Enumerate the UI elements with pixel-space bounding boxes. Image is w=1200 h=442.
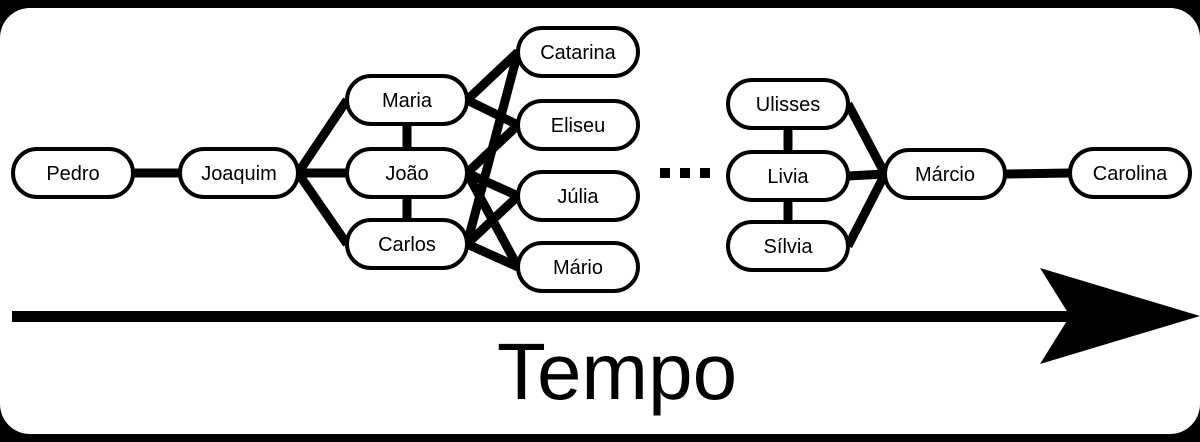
edge-ulisses-marcio xyxy=(844,101,889,177)
node-box xyxy=(178,147,300,199)
edges-layer xyxy=(133,48,1071,272)
node-maria: Maria xyxy=(345,74,469,126)
node-box xyxy=(516,170,640,222)
node-livia: Livia xyxy=(726,150,850,202)
node-box xyxy=(516,26,640,78)
node-eliseu: Eliseu xyxy=(516,99,640,151)
node-label: Carlos xyxy=(378,234,436,256)
edge-silvia-marcio xyxy=(843,171,890,249)
node-label: Joaquim xyxy=(201,163,277,185)
node-label: Pedro xyxy=(46,163,99,185)
node-carlos: Carlos xyxy=(345,218,469,270)
node-box xyxy=(345,74,469,126)
ellipsis-dot xyxy=(700,168,710,178)
node-mario: Mário xyxy=(516,241,640,293)
node-carolina: Carolina xyxy=(1068,147,1192,199)
time-arrow xyxy=(12,268,1200,364)
node-label: Ulisses xyxy=(756,94,820,116)
node-label: Márcio xyxy=(915,164,975,186)
edge-joao-julia xyxy=(465,168,520,201)
edge-carlos-catarina xyxy=(462,50,523,246)
node-label: João xyxy=(385,163,428,185)
edge-joaquim-maria xyxy=(294,97,351,176)
node-box xyxy=(345,218,469,270)
node-julia: Júlia xyxy=(516,170,640,222)
edge-carlos-mario xyxy=(465,239,520,272)
node-joaquim: Joaquim xyxy=(178,147,300,199)
node-label: Mário xyxy=(553,257,603,279)
time-arrow-shaft xyxy=(12,311,1092,322)
node-box xyxy=(726,220,850,272)
node-box xyxy=(883,148,1007,200)
node-box xyxy=(345,147,469,199)
edge-maria-catarina xyxy=(463,48,522,104)
node-box xyxy=(1068,147,1192,199)
node-label: Maria xyxy=(382,90,433,112)
ellipsis-dot xyxy=(680,168,690,178)
node-box xyxy=(726,78,850,130)
edge-livia-marcio xyxy=(847,169,886,181)
node-label: Eliseu xyxy=(551,115,605,137)
edge-marcio-carolina xyxy=(1004,168,1071,179)
node-joao: João xyxy=(345,147,469,199)
node-label: Sílvia xyxy=(764,236,814,258)
node-box xyxy=(516,241,640,293)
edge-maria-eliseu xyxy=(465,95,520,130)
node-label: Livia xyxy=(767,166,809,188)
ellipsis-dots xyxy=(660,168,710,178)
node-label: Júlia xyxy=(557,186,599,208)
node-catarina: Catarina xyxy=(516,26,640,78)
time-axis-label: Tempo xyxy=(497,327,737,416)
node-ulisses: Ulisses xyxy=(726,78,850,130)
node-box xyxy=(726,150,850,202)
node-label: Carolina xyxy=(1093,163,1168,185)
node-marcio: Márcio xyxy=(883,148,1007,200)
node-box xyxy=(516,99,640,151)
node-silvia: Sílvia xyxy=(726,220,850,272)
ellipsis-dot xyxy=(660,168,670,178)
edge-joaquim-carlos xyxy=(294,170,351,247)
node-label: Catarina xyxy=(540,42,616,64)
node-pedro: Pedro xyxy=(11,147,135,199)
node-box xyxy=(11,147,135,199)
time-arrow-head-icon xyxy=(1040,268,1200,364)
edge-carlos-julia xyxy=(463,192,522,248)
